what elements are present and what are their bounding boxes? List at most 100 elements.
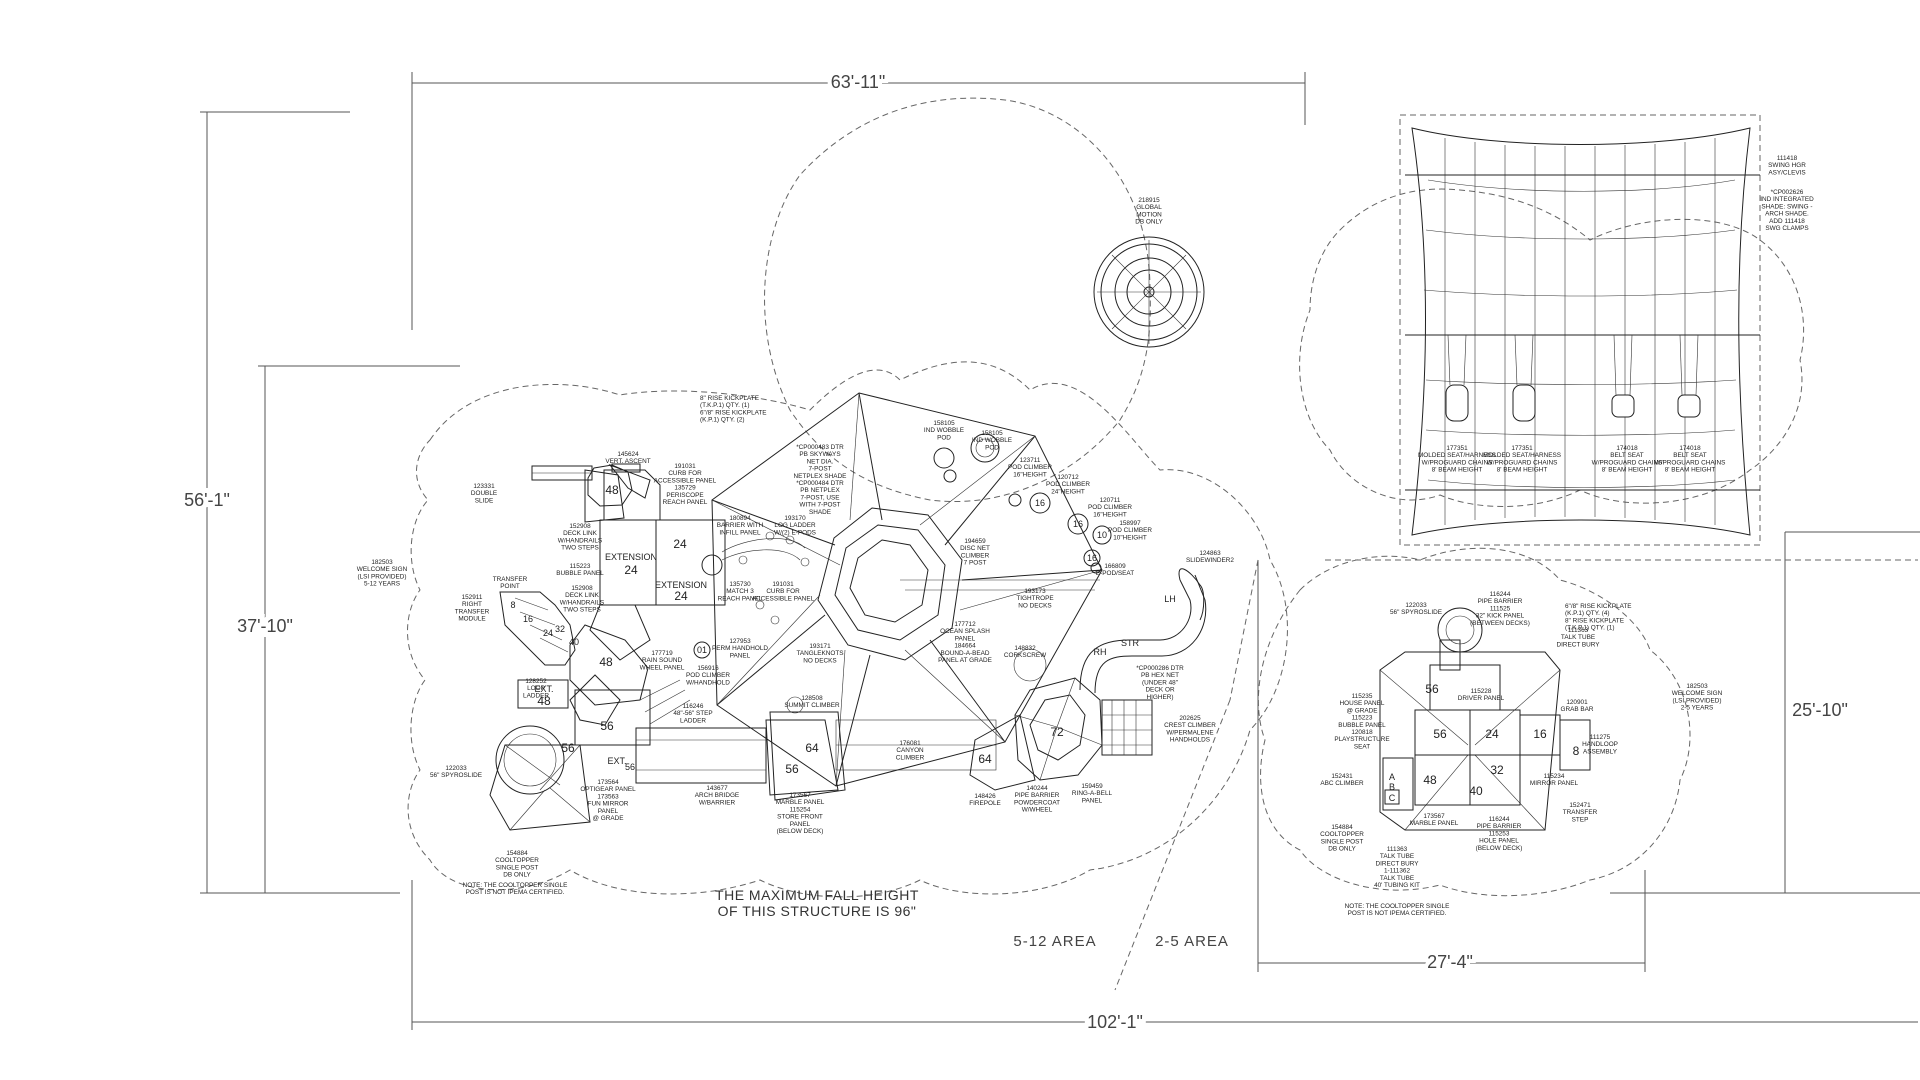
component-label-line: 166809 <box>1104 563 1126 570</box>
component-label-line: TWO STEPS <box>563 607 601 614</box>
component-label-line: WELCOME SIGN <box>1672 690 1723 697</box>
pod-number: 10 <box>1097 530 1107 540</box>
slide-label: RH <box>1094 647 1107 657</box>
component-label-line: MOLDED SEAT/HARNESS <box>1418 452 1496 459</box>
toddler-structure <box>1379 607 1591 831</box>
component-label-line: 111275 <box>1590 734 1611 741</box>
dim-left-height: 37'-10" <box>237 616 293 636</box>
deck-number: 48 <box>537 694 551 708</box>
component-label-line: PB HEX NET <box>1141 672 1179 679</box>
component-label-line: 128508 <box>801 695 823 702</box>
component-label-line: RIGHT <box>462 601 482 608</box>
component-label-line: 1-111362 <box>1384 868 1411 875</box>
component-label-line: 16"HEIGHT <box>1093 511 1127 518</box>
component-label-line: LADDER <box>680 717 706 724</box>
component-label-line: W/BARRIER <box>699 799 736 806</box>
component-label-line: TALK TUBE <box>1561 634 1595 641</box>
component-label-line: W/PERMALENE <box>1166 729 1213 736</box>
component-label-line: BELT SEAT <box>1610 452 1643 459</box>
component-label-line: POD <box>985 444 999 451</box>
slide-label: STR <box>1121 638 1140 648</box>
component-label-line: 5-12 YEARS <box>364 581 400 588</box>
pod-number: 16 <box>1073 519 1083 529</box>
component-label-line: (UNDER 48" <box>1142 679 1178 686</box>
deck-number: 24 <box>674 589 688 603</box>
component-label-line: 135730 <box>729 581 751 588</box>
component-label-line: W/HANDRAILS <box>558 537 602 544</box>
component-label-line: 180894 <box>729 515 751 522</box>
component-label-line: 143677 <box>706 785 728 792</box>
component-label-line: 115223 <box>1352 715 1373 722</box>
component-label-line: (LSI PROVIDED) <box>357 573 406 580</box>
component-label-line: PERM HANDHOLD <box>712 645 768 652</box>
component-label-line: 154884 <box>1331 824 1353 831</box>
component-label-line: STORE FRONT <box>777 814 823 821</box>
component-label-line: 159459 <box>1081 783 1103 790</box>
component-label-line: TRANSFER <box>455 608 490 615</box>
component-label-line: VERT. ASCENT <box>605 458 650 465</box>
component-label-line: 115253 <box>1489 830 1510 837</box>
component-label-line: 193171 <box>809 643 831 650</box>
component-label-line: POD CLIMBER <box>1008 464 1052 471</box>
component-label-line: 122033 <box>1405 602 1427 609</box>
component-label-line: WHEEL PANEL <box>640 664 685 671</box>
component-label-line: @ GRADE <box>593 815 624 822</box>
component-label-line: DISC NET <box>960 545 990 552</box>
component-label-line: PIPE BARRIER <box>1477 823 1522 830</box>
component-label-line: 218915 <box>1138 197 1160 204</box>
component-label: 8" RISE KICKPLATE(T.K.P.1) QTY. (1)6"/8"… <box>700 395 767 424</box>
component-label-line: DECK LINK <box>563 530 597 537</box>
component-label-line: RING-A-BELL <box>1072 790 1113 797</box>
component-label-line: SHADE <box>809 509 831 516</box>
component-label-line: ACCESSIBLE PANEL <box>654 477 717 484</box>
component-label-line: POD CLIMBER <box>1046 481 1090 488</box>
dim-overall-height: 56'-1" <box>184 490 230 510</box>
component-label-line: SUMMIT CLIMBER <box>784 702 840 709</box>
component-label-line: DRIVER PANEL <box>1458 695 1505 702</box>
component-label-line: POD CLIMBER <box>1088 504 1132 511</box>
component-label-line: 6"/8" RISE KICKPLATE <box>700 409 767 416</box>
component-label-line: CURB FOR <box>766 588 800 595</box>
component-label-line: 177351 <box>1511 445 1533 452</box>
component-label-line: ABC CLIMBER <box>1320 780 1364 787</box>
component-label-line: RAIN SOUND <box>642 657 683 664</box>
component-label-line: SINGLE POST <box>1321 838 1364 845</box>
deck-number: 01 <box>697 645 707 655</box>
deck-number: 48 <box>599 655 613 669</box>
component-label-line: 7-POST, USE <box>800 494 839 501</box>
component-label-line: SHADE: SWING - <box>1761 203 1812 210</box>
component-label-line: HANDLOOP <box>1582 741 1618 748</box>
component-label-line: PANEL <box>1082 797 1103 804</box>
component-label-line: MOTION <box>1136 211 1162 218</box>
component-label-line: 156916 <box>697 665 719 672</box>
component-label-line: 32" KICK PANEL <box>1476 613 1525 620</box>
component-label-line: MATCH 3 <box>726 588 754 595</box>
component-label-line: 177351 <box>1446 445 1468 452</box>
deck-number: 32 <box>555 624 565 634</box>
deck-number: 56 <box>600 719 614 733</box>
component-label-line: 127953 <box>729 638 751 645</box>
component-label-line: 111418 <box>1777 155 1798 162</box>
component-label-line: INFILL PANEL <box>719 529 761 536</box>
fall-height-note-line1: THE MAXIMUM FALL HEIGHT <box>715 887 919 903</box>
component-label-line: POINT <box>500 583 520 590</box>
abc-letter: B <box>1389 782 1395 792</box>
